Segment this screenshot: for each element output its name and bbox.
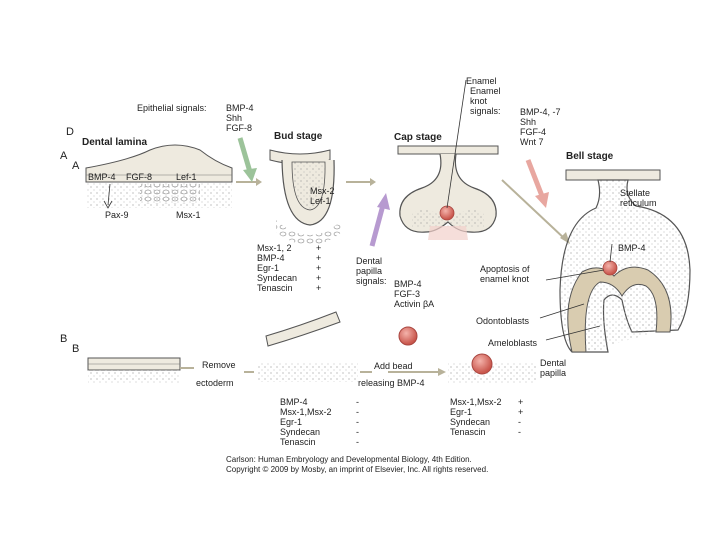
enamel-knot-label: Enamel Enamel knot signals:: [466, 76, 501, 116]
epithelial-signal-arrow: [237, 137, 253, 173]
bell-stage-title: Bell stage: [566, 151, 614, 162]
arrow-cap-to-bell: [501, 179, 567, 241]
panel-b-left-marks: -----: [356, 397, 359, 447]
ectoderm-label: ectoderm: [196, 378, 234, 388]
dental-lamina-title: Dental lamina: [82, 137, 148, 148]
ameloblasts-label: Ameloblasts: [488, 338, 538, 348]
panel-b-drawing: [87, 311, 536, 384]
credit-line-2: Copyright © 2009 by Mosby, an imprint of…: [226, 465, 489, 474]
panel-b-right-marks: ++--: [518, 397, 524, 437]
dental-lamina-bmp4: BMP-4: [88, 172, 116, 182]
odontoblasts-label: Odontoblasts: [476, 316, 530, 326]
remove-label: Remove: [202, 360, 236, 370]
bell-stage-bmp4: BMP-4: [618, 243, 646, 253]
panel-label-b-bottom: B: [72, 343, 80, 355]
dental-lamina-lef1: Lef-1: [176, 172, 197, 182]
add-bead-label: Add bead: [374, 361, 413, 371]
credit-line-1: Carlson: Human Embryology and Developmen…: [226, 455, 472, 464]
bud-stage-marks: +++++: [316, 243, 322, 293]
panel-label-a: A: [60, 150, 68, 162]
panel-label-edge: D: [66, 126, 74, 138]
panel-label-b: B: [60, 333, 68, 345]
dental-lamina-msx1: Msx-1: [176, 210, 201, 220]
cap-stage-drawing: [397, 145, 499, 240]
bud-stage-title: Bud stage: [274, 131, 323, 142]
releasing-bmp4-label: releasing BMP-4: [358, 378, 425, 388]
bud-stage-drawing: [269, 149, 342, 245]
dental-papilla-signal-arrow: [369, 204, 386, 247]
panel-label-a-bottom: A: [72, 160, 80, 172]
bell-stage-drawing: [559, 169, 691, 353]
dental-lamina-fgf8: FGF-8: [126, 172, 152, 182]
epithelial-signals-title: Epithelial signals:: [137, 103, 207, 113]
dental-lamina-drawing: [85, 144, 233, 209]
dental-lamina-pax9: Pax-9: [105, 210, 129, 220]
cap-stage-title: Cap stage: [394, 132, 442, 143]
enamel-knot-signal-arrow: [525, 159, 545, 197]
